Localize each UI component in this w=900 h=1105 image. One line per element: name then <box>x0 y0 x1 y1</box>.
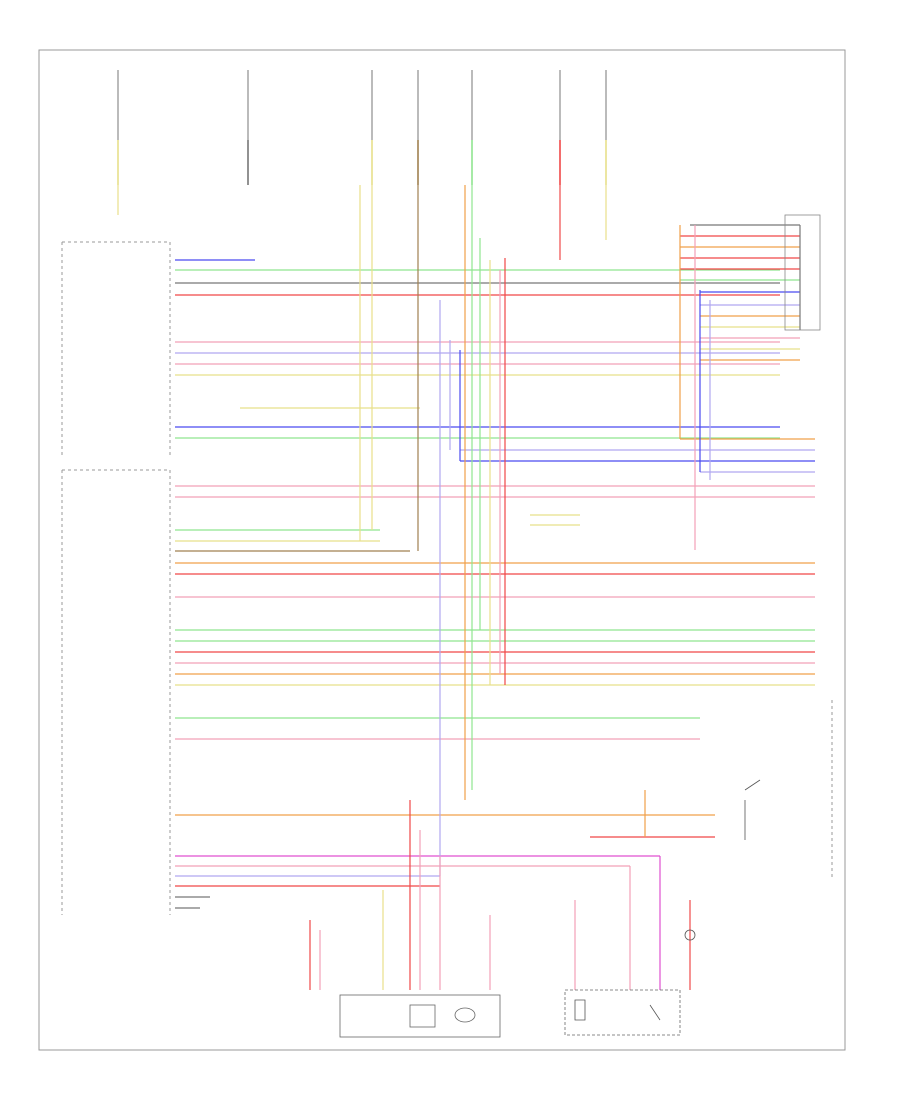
module-display-square <box>409 1004 436 1028</box>
module-sensor-circle <box>454 1007 476 1023</box>
relay-coil-symbol <box>574 999 586 1021</box>
bottom-module-box <box>339 994 501 1038</box>
diagram-frame <box>38 49 846 1051</box>
bulb-symbol <box>684 929 696 941</box>
switch-contact-symbol <box>649 1004 661 1021</box>
bottom-switch-box <box>564 989 681 1036</box>
top-fuse-group <box>117 70 607 140</box>
horizontal-wire-group <box>175 224 815 909</box>
right-switch-symbol <box>744 779 761 840</box>
vertical-wire-group <box>117 140 801 990</box>
trailer-connector-box <box>784 214 821 331</box>
